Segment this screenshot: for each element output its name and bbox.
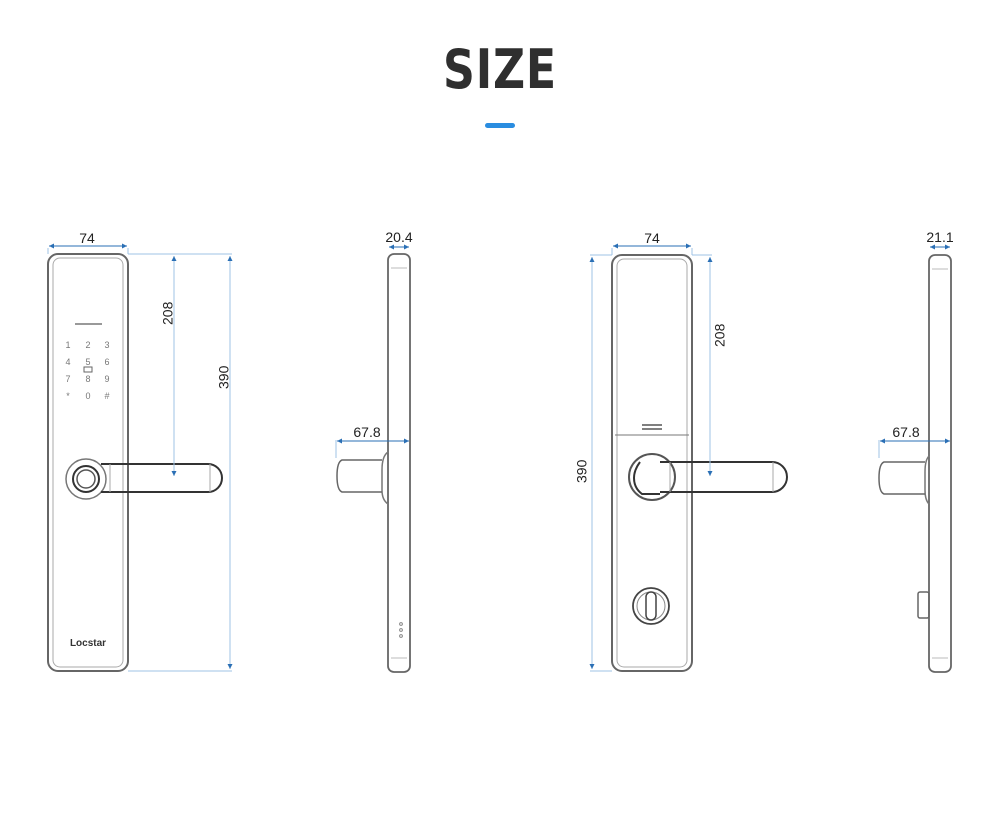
- title-accent-bar: [485, 123, 515, 128]
- side-handle-depth-label: 67.8: [353, 424, 380, 440]
- side-keypad-view: 20.4 67.8: [335, 229, 413, 673]
- key-1: 1: [65, 340, 70, 350]
- key-0: 0: [85, 391, 90, 401]
- brand-logo: Locstar: [70, 638, 106, 649]
- key-9: 9: [104, 374, 109, 384]
- side-back-view: 21.1 67.8: [878, 229, 954, 673]
- side-back-handle-depth-label: 67.8: [892, 424, 919, 440]
- back-handle-height-label: 208: [711, 323, 727, 347]
- fingerprint-sensor-icon: [76, 469, 96, 489]
- thumb-turn-icon: [632, 587, 670, 625]
- side-thickness-label: 20.4: [385, 229, 412, 245]
- back-total-height-label: 390: [573, 459, 589, 483]
- key-6: 6: [104, 357, 109, 367]
- key-8: 8: [85, 374, 90, 384]
- back-width-label: 74: [644, 230, 660, 246]
- key-5: 5: [85, 357, 90, 367]
- side-back-thickness-label: 21.1: [926, 229, 953, 245]
- card-reader-icon: [83, 366, 93, 373]
- key-hash: #: [104, 391, 109, 401]
- front-keypad-view: 1 2 3 4 5 6 7 8 9 * 0 # Locstar 74: [47, 230, 233, 672]
- key-3: 3: [104, 340, 109, 350]
- key-7: 7: [65, 374, 70, 384]
- page-title: SIZE: [442, 38, 558, 101]
- front-total-height-label: 390: [215, 365, 231, 389]
- key-star: *: [66, 391, 70, 401]
- front-width-label: 74: [79, 230, 95, 246]
- key-2: 2: [85, 340, 90, 350]
- back-plate-view: 74 208 390: [573, 230, 788, 672]
- key-4: 4: [65, 357, 70, 367]
- front-handle-height-label: 208: [159, 301, 175, 325]
